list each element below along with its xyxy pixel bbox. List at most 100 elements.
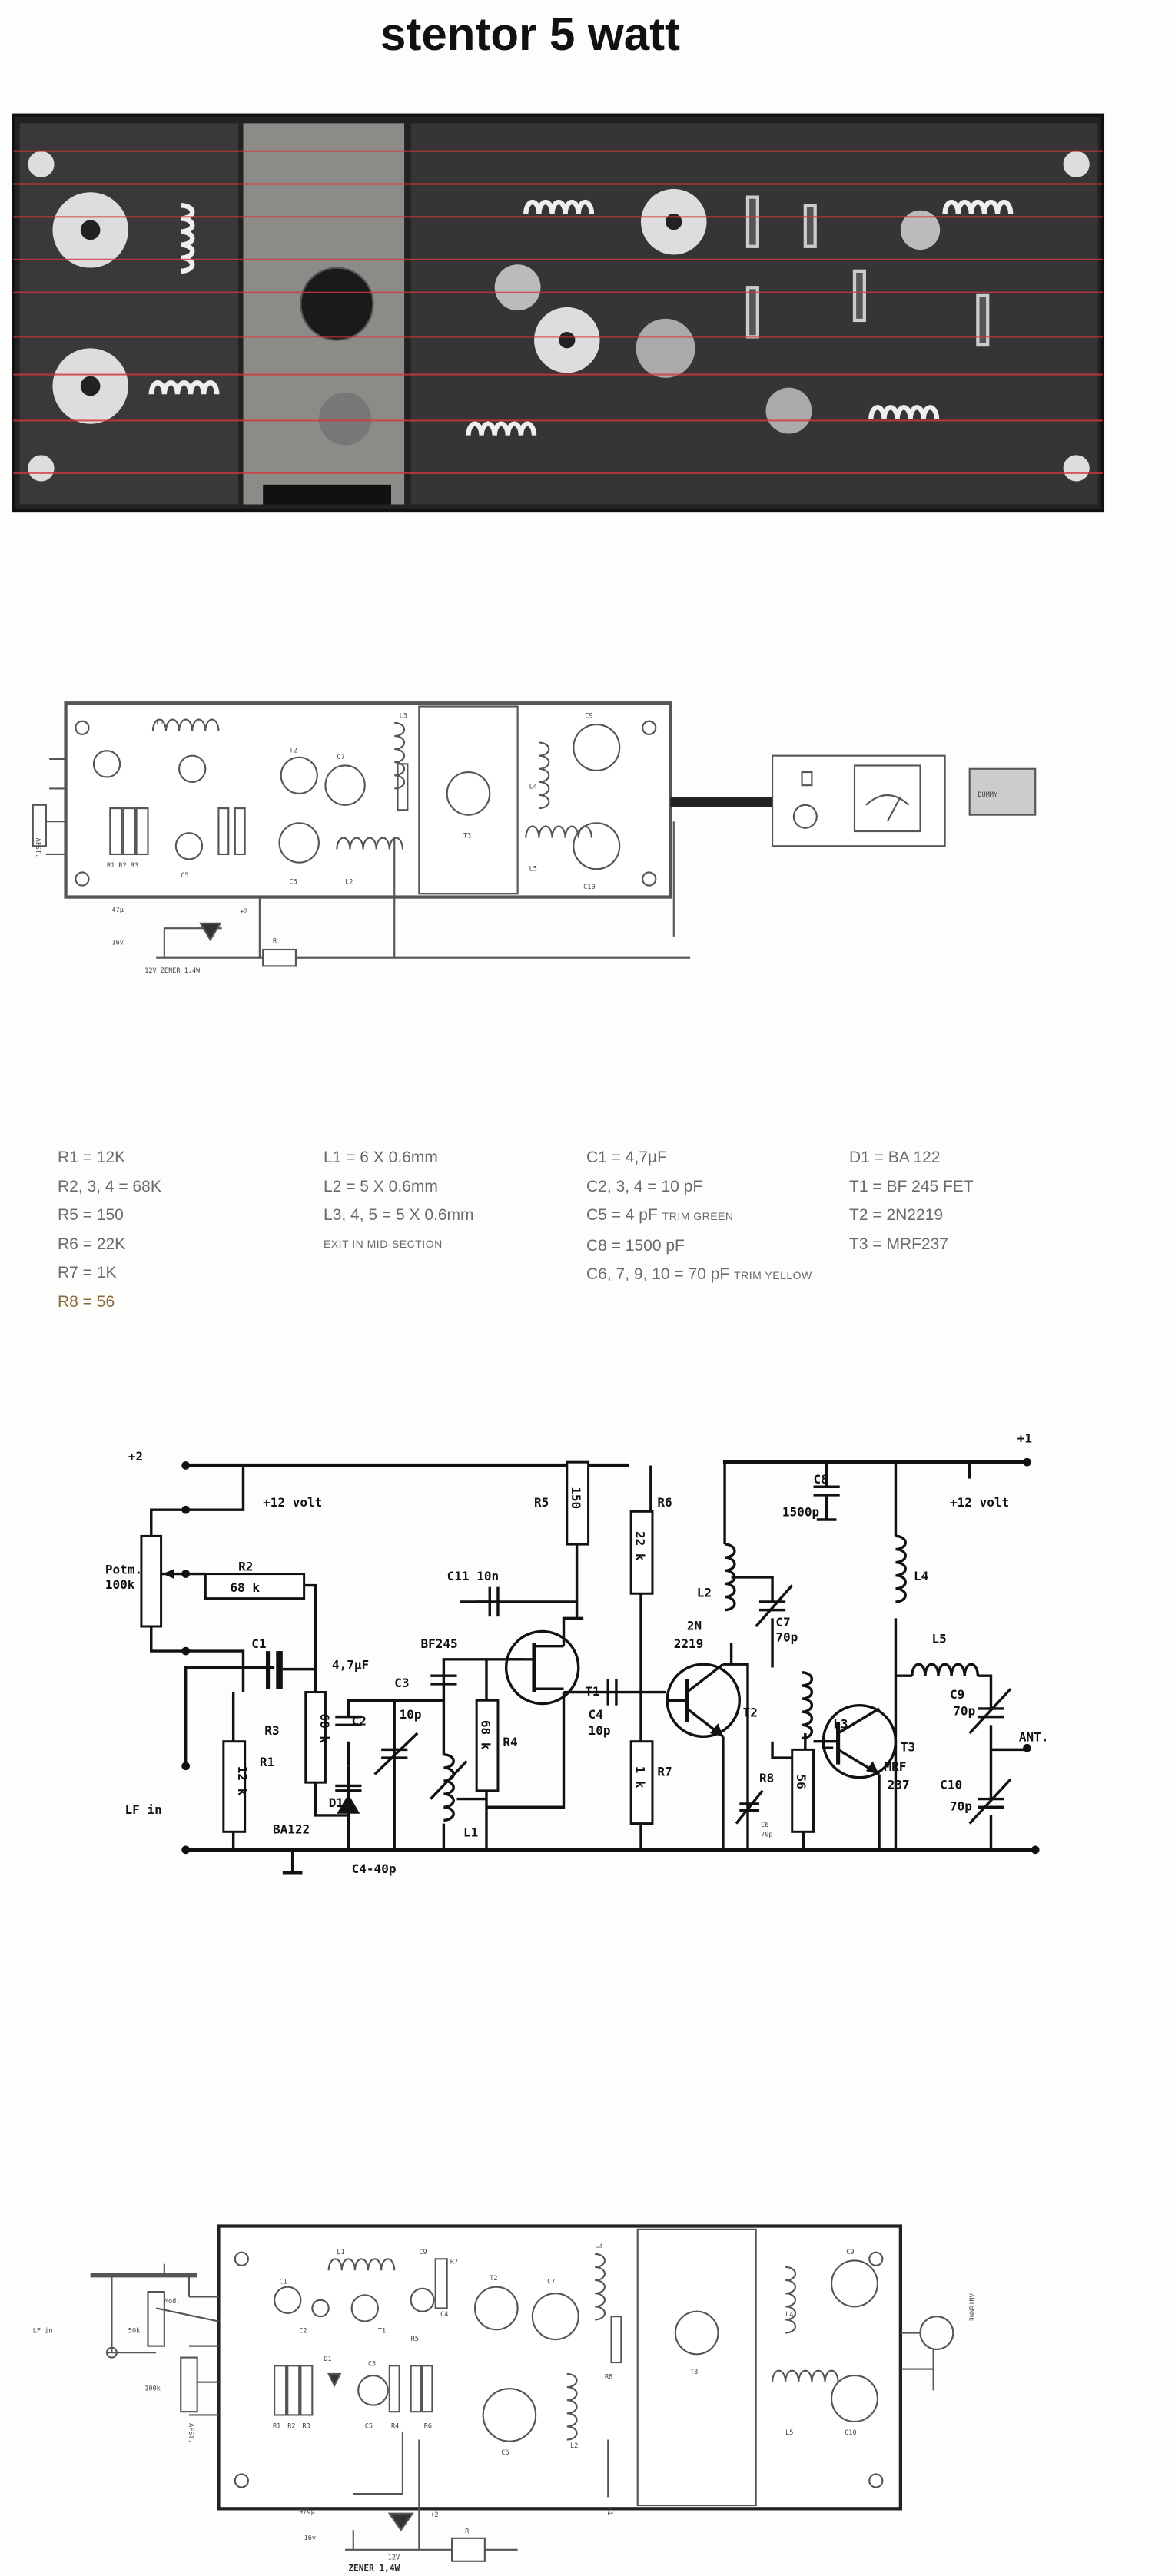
part-label: T3 [690, 2369, 698, 2376]
trim-capacitor-c9 [968, 1688, 1012, 1735]
board-photo [11, 113, 1105, 513]
r1-value: 12 k [235, 1766, 250, 1796]
r8-value: 56 [794, 1774, 808, 1789]
plus2-label: +2 [128, 1449, 143, 1464]
volt-label-left: +12 volt [263, 1495, 322, 1510]
r5-label: R5 [534, 1495, 549, 1510]
capacitor-c1 [266, 1651, 316, 1689]
part-label: C4 [440, 2311, 448, 2319]
part-inductor-note: EXIT IN MID-SECTION [324, 1237, 443, 1250]
plus2-label: +2 [240, 908, 247, 916]
cap-label: 470µ [299, 2508, 315, 2516]
capacitor-c11 [460, 1586, 500, 1617]
part-label: L4 [785, 2311, 793, 2319]
part-c1-value: C1 = 4,7µF [586, 1149, 667, 1166]
resistor-r5 [566, 1460, 590, 1546]
inductor-l5 [911, 1663, 980, 1677]
c10-value: 70p [950, 1799, 972, 1814]
c4-value: 10p [589, 1723, 611, 1738]
part-label: L2 [570, 2442, 578, 2450]
part-label: L4 [529, 783, 537, 791]
r-label: R [465, 2528, 470, 2535]
lf-in-label: LF in [33, 2328, 53, 2336]
l2-label: L2 [697, 1586, 712, 1600]
zener-voltage-label: 12V [388, 2554, 400, 2562]
c6-value: 70p [761, 1832, 772, 1839]
part-c8-value: C8 = 1500 pF [586, 1236, 685, 1255]
part-label: T2 [289, 747, 297, 754]
parts-list-inductors: L1 = 6 X 0.6mm L2 = 5 X 0.6mm L3, 4, 5 =… [324, 1143, 474, 1258]
d1-value: BA122 [273, 1822, 310, 1836]
r4-value: 68 k [479, 1720, 493, 1750]
afst-label: AFST. [187, 2423, 194, 2443]
pot-label: Potm. [105, 1563, 142, 1577]
part-label: C9 [846, 2249, 854, 2256]
trim-capacitor-c6 [735, 1789, 764, 1825]
r4-label: R4 [503, 1735, 517, 1749]
part-label: R6 [424, 2423, 432, 2431]
part-r6: R6 = 22K [58, 1235, 126, 1253]
t2-type-a: 2N [687, 1618, 702, 1633]
r3-label: R3 [264, 1723, 279, 1738]
c6-label: C6 [761, 1822, 768, 1829]
part-label: C2 [299, 2328, 307, 2336]
swr-meter [772, 754, 946, 847]
layout-diagram-top: AFST. 47µ 16v +2 R 12V ZENER 1,4W DUMMY … [32, 701, 1037, 975]
part-label: L5 [529, 865, 537, 873]
plus2-label: +2 [430, 2511, 438, 2519]
pot100-label: 100k [144, 2385, 161, 2392]
part-label: C6 [501, 2449, 509, 2457]
t2-type-b: 2219 [674, 1636, 704, 1651]
part-c6-c10: C6, 7, 9, 10 = 70 pF TRIM YELLOW [586, 1260, 812, 1291]
transistor-t1 [504, 1629, 580, 1706]
mod-pot [147, 2290, 165, 2347]
part-label: C9 [585, 712, 592, 720]
diode-d1 [335, 1765, 362, 1814]
c1-value: 4,7µF [332, 1658, 369, 1673]
resistor-r7 [629, 1740, 654, 1825]
part-label: R4 [391, 2423, 399, 2431]
part-label: L2 [345, 878, 353, 886]
part-r7: R7 = 1K [58, 1264, 117, 1282]
r1-label: R1 [260, 1755, 274, 1769]
afst-label: AFST. [34, 838, 41, 858]
c3-value: 10p [400, 1707, 422, 1722]
c7-label: C7 [775, 1615, 790, 1629]
antenne-label: ANTENNE [968, 2293, 975, 2321]
part-r1: R1 = 12K [58, 1149, 126, 1166]
volt-label-right: +12 volt [950, 1495, 1009, 1510]
inductor-l3 [800, 1671, 814, 1740]
pot50-label: 50k [128, 2328, 141, 2336]
c9-value: 70p [953, 1703, 975, 1718]
part-label: R8 [605, 2373, 612, 2381]
part-r8: R8 = 56 [58, 1292, 115, 1311]
capacitor-c2 [335, 1715, 362, 1727]
inductor-l4 [894, 1534, 907, 1603]
plus1-label: +1 [606, 2507, 613, 2515]
r2-value: 68 k [230, 1580, 260, 1595]
r3-value: 68 k [317, 1713, 332, 1743]
transistor-t3 [813, 1703, 898, 1779]
t2-label: T2 [743, 1706, 758, 1720]
parts-list-capacitors: C1 = 4,7µF C2, 3, 4 = 10 pF C5 = 4 pF TR… [586, 1143, 812, 1291]
trim-capacitor-c10 [968, 1778, 1012, 1825]
t3-outline [446, 771, 491, 816]
l1-label: L1 [463, 1825, 478, 1840]
antenna-connector [919, 2316, 954, 2350]
part-label: C10 [583, 884, 595, 891]
inductor-l1 [442, 1753, 455, 1822]
d1-label: D1 [329, 1795, 344, 1810]
volt-label: 16v [304, 2535, 316, 2542]
part-t2: T2 = 2N2219 [849, 1206, 944, 1225]
c8-label: C8 [814, 1472, 828, 1487]
c11-label: C11 10n [447, 1569, 500, 1583]
r7-label: R7 [657, 1765, 672, 1779]
part-label: L1 [337, 2249, 344, 2256]
part-label: T3 [463, 833, 471, 840]
part-label: C10 [845, 2429, 856, 2437]
part-c2-value: C2, 3, 4 = 10 pF [586, 1177, 703, 1195]
dummy-label: DUMMY [978, 791, 997, 799]
c10-label: C10 [940, 1778, 962, 1792]
part-label: C7 [547, 2278, 555, 2286]
resistor-r6 [629, 1510, 654, 1595]
